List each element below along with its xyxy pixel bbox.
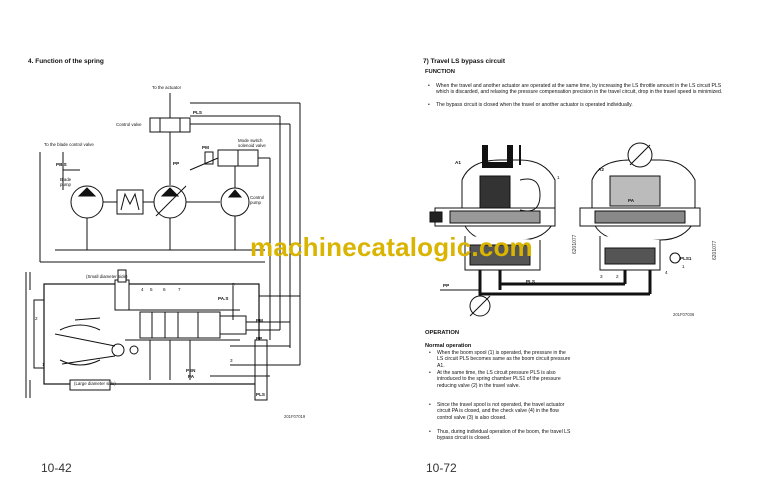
fig-label-pa: PA	[628, 198, 635, 203]
operation-heading: OPERATION	[425, 330, 460, 336]
label-control-pump: pump	[250, 200, 261, 205]
normal-operation-heading: Normal operation	[425, 343, 472, 349]
operation-bullet-3: •Since the travel spool is not operated,…	[429, 402, 565, 421]
right-figure-id: 201F07036	[673, 312, 695, 317]
left-heading: 4. Function of the spring	[28, 58, 104, 65]
label-num-8: 8	[232, 282, 235, 287]
label-solenoid-valve: solenoid valve	[238, 143, 266, 148]
label-small-diameter: (Small diameter side)	[86, 274, 128, 279]
label-num-3: 3	[230, 358, 233, 363]
label-large-diameter: (Large diameter side)	[74, 381, 116, 386]
right-heading: 7) Travel LS bypass circuit	[423, 58, 506, 65]
fig-label-a2: A2	[598, 167, 604, 172]
spring-hydraulic-diagram	[25, 93, 301, 401]
operation-bullet-1: •When the boom spool (1) is operated, th…	[429, 350, 571, 369]
label-num-6: 6	[163, 287, 166, 292]
label-pls-bottom: PLS	[256, 392, 265, 397]
label-num-4: 4	[141, 287, 144, 292]
label-mode-switch: Mode switch	[238, 138, 263, 143]
label-pb-s: PB.S	[56, 162, 67, 167]
label-pm: PM	[202, 145, 209, 150]
fig-label-4: 4	[665, 270, 668, 275]
fig-label-pp: PP	[443, 283, 450, 288]
operation-bullet-4: •Thus, during individual operation of th…	[429, 429, 571, 442]
label-to-actuator: To the actuator	[152, 85, 182, 90]
fig-label-pls: PLS	[526, 279, 535, 284]
function-bullet-2: •The bypass circuit is closed when the t…	[428, 102, 633, 108]
travel-bypass-diagram	[429, 142, 701, 317]
label-num-7: 7	[178, 287, 181, 292]
function-bullet-1: •When the travel and another actuator ar…	[428, 83, 723, 96]
right-page-number: 10-72	[426, 461, 457, 475]
label-num-1: 1	[42, 362, 45, 367]
fig-label-1: 1	[557, 175, 560, 180]
label-num-5: 5	[150, 287, 153, 292]
label-pp: PP	[173, 161, 180, 166]
label-num-2: 2	[35, 316, 38, 321]
label-pa-s: PA.S	[218, 296, 229, 301]
left-page-number: 10-42	[41, 461, 72, 475]
function-heading: FUNCTION	[425, 69, 455, 75]
label-to-blade: To the blade control valve	[44, 142, 94, 147]
operation-bullet-2: •At the same time, the LS circuit pressu…	[429, 370, 561, 389]
side-code-2: 6201077	[712, 240, 718, 260]
label-blade-pump: pump	[60, 182, 71, 187]
label-blade: Blade	[60, 177, 72, 182]
label-pm-2: PM	[256, 318, 263, 323]
label-pls-top: PLS	[193, 110, 202, 115]
fig-label-1b: 1	[682, 264, 685, 269]
label-control: Control	[250, 195, 265, 200]
label-pen: PEN	[186, 368, 196, 373]
watermark: machinecatalogic.com	[250, 232, 533, 262]
label-pa: PA	[188, 374, 195, 379]
fig-label-2: 2	[616, 274, 619, 279]
label-pp-2: PP	[256, 336, 263, 341]
side-code-1: 6201077	[572, 234, 578, 254]
fig-label-pls1: PLS1	[680, 256, 692, 261]
label-control-valve: Control valve	[116, 122, 142, 127]
fig-label-a1: A1	[455, 160, 461, 165]
fig-label-3: 3	[600, 274, 603, 279]
left-figure-id: 201F07019	[284, 414, 306, 419]
